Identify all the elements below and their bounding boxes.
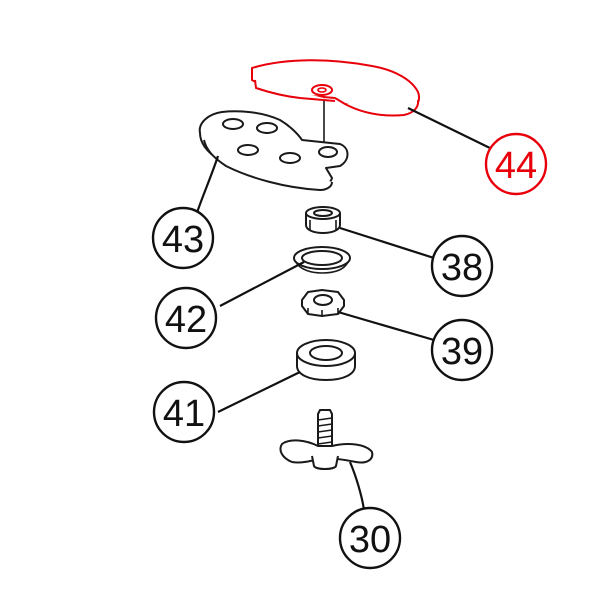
leader-41 <box>217 371 301 413</box>
part-43-plate[interactable] <box>198 110 349 191</box>
callout-38: 38 <box>430 234 494 298</box>
part-39-nut[interactable] <box>301 289 345 317</box>
leader-43 <box>194 155 220 217</box>
part-30-wing-screw[interactable] <box>279 409 374 470</box>
callout-39-circle <box>430 318 494 382</box>
callout-44: 44 <box>484 132 548 196</box>
callout-30: 30 <box>338 506 402 570</box>
leader-38 <box>339 226 435 260</box>
leader-44 <box>407 107 495 151</box>
part-41-spacer[interactable] <box>296 339 356 381</box>
callout-42-circle <box>154 286 218 350</box>
callout-41: 41 <box>152 380 216 444</box>
callout-38-circle <box>430 234 494 298</box>
callout-30-circle <box>338 506 402 570</box>
leader-39 <box>337 310 435 342</box>
callout-42-label: 42 <box>165 299 207 341</box>
callout-43: 43 <box>151 206 215 270</box>
callout-41-circle <box>152 380 216 444</box>
callout-41-label: 41 <box>163 393 205 435</box>
callout-30-label: 30 <box>349 519 391 561</box>
leader-30 <box>348 461 366 511</box>
callout-38-label: 38 <box>441 247 483 289</box>
callout-43-circle <box>151 206 215 270</box>
part-44-blade[interactable] <box>251 59 421 117</box>
callout-43-label: 43 <box>162 219 204 261</box>
callout-42: 42 <box>154 286 218 350</box>
callout-44-label: 44 <box>495 145 537 187</box>
leader-42 <box>219 261 305 307</box>
part-42-washer[interactable] <box>293 246 351 274</box>
callout-39-label: 39 <box>441 331 483 373</box>
callout-39: 39 <box>430 318 494 382</box>
callout-44-circle <box>484 132 548 196</box>
part-38-bushing[interactable] <box>305 206 341 234</box>
